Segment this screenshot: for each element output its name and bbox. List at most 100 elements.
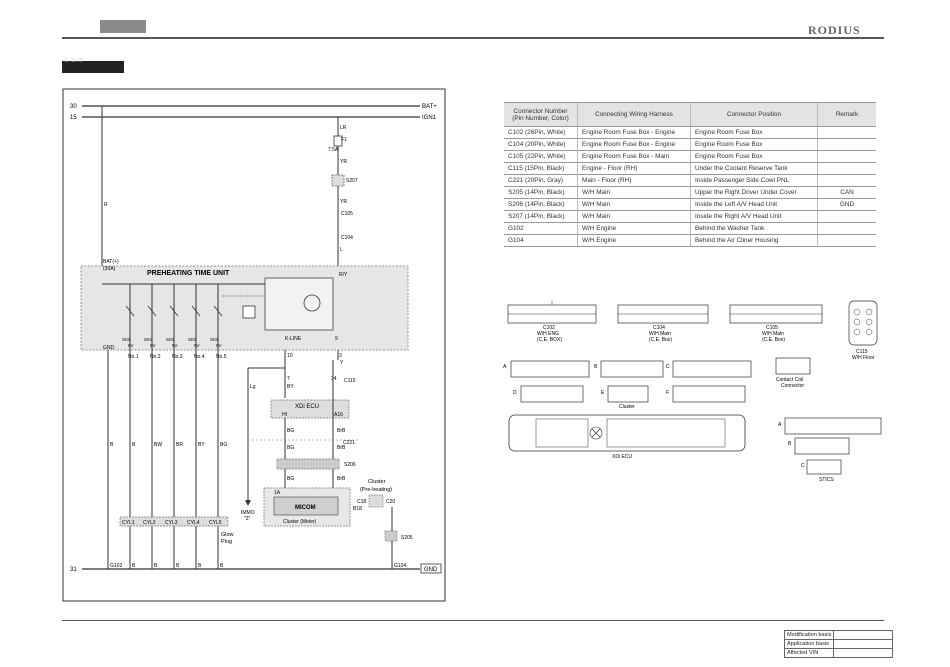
header-tab bbox=[100, 20, 146, 33]
fuse-label: F1 bbox=[341, 137, 347, 143]
cell: Inside the Left A/V Head Unit bbox=[690, 198, 818, 211]
s205-label: S205 bbox=[401, 535, 413, 541]
contact-label-1: Contact Coil bbox=[776, 377, 803, 383]
cluster-label: Cluster bbox=[619, 404, 635, 410]
relay-coil bbox=[242, 305, 256, 319]
cell: C104 (20Pin, White) bbox=[504, 138, 578, 151]
revision-row: Modification basis bbox=[783, 630, 894, 640]
pin-2: 10 bbox=[287, 353, 293, 359]
revision-value bbox=[833, 639, 894, 649]
wire-l: L bbox=[340, 247, 343, 253]
cell: G104 bbox=[504, 234, 578, 247]
table-header: Connector Number (Pin Number, Color) Con… bbox=[504, 102, 876, 127]
immo-label-2: "3" bbox=[244, 516, 251, 522]
revision-table: Modification basis Application basis Aff… bbox=[783, 630, 894, 658]
brb-label-3: BrB bbox=[337, 476, 346, 482]
v5-4: 5V bbox=[194, 343, 200, 348]
cell bbox=[817, 126, 876, 139]
col-harness: Connecting Wiring Harness bbox=[577, 102, 691, 127]
gnd-b-1: B bbox=[132, 563, 136, 569]
glow-label-2: Plug bbox=[221, 539, 232, 545]
cell bbox=[817, 222, 876, 235]
v5-5: 5V bbox=[216, 343, 222, 348]
cell bbox=[817, 210, 876, 223]
c102-name: C102 bbox=[543, 325, 555, 331]
cell: S205 (14Pin, Black) bbox=[504, 186, 578, 199]
rail-31-label: 31 bbox=[70, 567, 77, 573]
revision-value bbox=[833, 648, 894, 658]
c104-view: C104 W/H Main (C.E. Box) bbox=[617, 304, 709, 343]
sig-2: SIG bbox=[144, 337, 152, 342]
cell: Behind the Air Cliner Housing bbox=[690, 234, 818, 247]
letter-d: D bbox=[513, 390, 517, 396]
ecu-hi: A16 bbox=[334, 412, 343, 418]
cell: S206 (14Pin, Black) bbox=[504, 198, 578, 211]
cell: Inside Passenger Side Cowl PNL bbox=[690, 174, 818, 187]
ecu-view-label: XDi ECU bbox=[612, 454, 632, 460]
pin-1a: R/Y bbox=[339, 272, 348, 278]
cluster-preheat-indicator bbox=[368, 494, 384, 508]
bat-label: BAT+ bbox=[422, 104, 437, 110]
cell: GND bbox=[817, 198, 876, 211]
c20-label: C20 bbox=[386, 499, 395, 505]
pin-a16: B18 bbox=[353, 506, 362, 512]
gnd-label: GND bbox=[424, 567, 438, 573]
letter-f: F bbox=[666, 390, 669, 396]
cell bbox=[817, 138, 876, 151]
c105-name: C105 bbox=[766, 325, 778, 331]
rail-30-label: 30 bbox=[70, 104, 77, 110]
c104-label: C104 bbox=[341, 235, 353, 241]
gnd-b-3: B bbox=[176, 563, 180, 569]
unit-bat-pin: (30A) bbox=[103, 266, 116, 272]
splice-s207 bbox=[331, 174, 345, 187]
wire-by: BY bbox=[198, 442, 205, 448]
sig-5: SIG bbox=[210, 337, 218, 342]
contact-label-2: Connector bbox=[781, 383, 804, 389]
rail-15-label: 15 bbox=[70, 115, 77, 121]
stics-c: C bbox=[801, 463, 805, 469]
cyl-1: CYL1 bbox=[122, 520, 135, 526]
splice-s206 bbox=[276, 458, 340, 470]
s206-label: S206 bbox=[344, 462, 356, 468]
fuse-f1 bbox=[333, 135, 343, 147]
sig-1: SIG bbox=[122, 337, 130, 342]
cell: Behind the Washer Tank bbox=[690, 222, 818, 235]
no-5: No.5 bbox=[216, 354, 227, 360]
no-1: No.1 bbox=[128, 354, 139, 360]
control-module bbox=[264, 277, 334, 331]
g104-label: G104 bbox=[394, 563, 406, 569]
row-def-views: D E Cluster F bbox=[513, 385, 746, 410]
c102-box: (C.E. BOX) bbox=[537, 337, 562, 343]
letter-e: E bbox=[601, 390, 605, 396]
pin-4: 3 bbox=[339, 353, 342, 359]
cell: C102 (26Pin, White) bbox=[504, 126, 578, 139]
micom-block bbox=[273, 496, 339, 516]
revision-label: Modification basis bbox=[783, 630, 835, 640]
cell: G102 bbox=[504, 222, 578, 235]
c105-label: C105 bbox=[341, 211, 353, 217]
wire-bw: BW bbox=[154, 442, 162, 448]
wire-bg: BG bbox=[220, 442, 227, 448]
glow-plug-strip bbox=[119, 516, 229, 527]
cluster-meter-label: Cluster (Meter) bbox=[283, 519, 317, 525]
wire-br: BR bbox=[176, 442, 183, 448]
micom-label: MICOM bbox=[295, 505, 316, 511]
unit-bat: BAT(+) bbox=[103, 259, 119, 265]
splice-s205 bbox=[384, 530, 398, 542]
bg-label-3: BG bbox=[287, 476, 294, 482]
cell: Engine Room Fuse Box - Main bbox=[577, 150, 691, 163]
c115-label: C115 bbox=[344, 378, 356, 384]
c104-name: C104 bbox=[653, 325, 665, 331]
wire-yr-2: YR bbox=[340, 199, 347, 205]
cell: Engine Room Fuse Box bbox=[690, 126, 818, 139]
c105-harness: W/H Main bbox=[762, 331, 784, 337]
immo-label-1: IMMO bbox=[241, 510, 255, 516]
cell: Main - Floor (RH) bbox=[577, 174, 691, 187]
lg-label: Lg bbox=[250, 384, 256, 390]
s207-label: S207 bbox=[346, 178, 358, 184]
cyl-3: CYL3 bbox=[165, 520, 178, 526]
cell: W/H Main bbox=[577, 198, 691, 211]
revision-label: Affected VIN bbox=[783, 648, 835, 658]
